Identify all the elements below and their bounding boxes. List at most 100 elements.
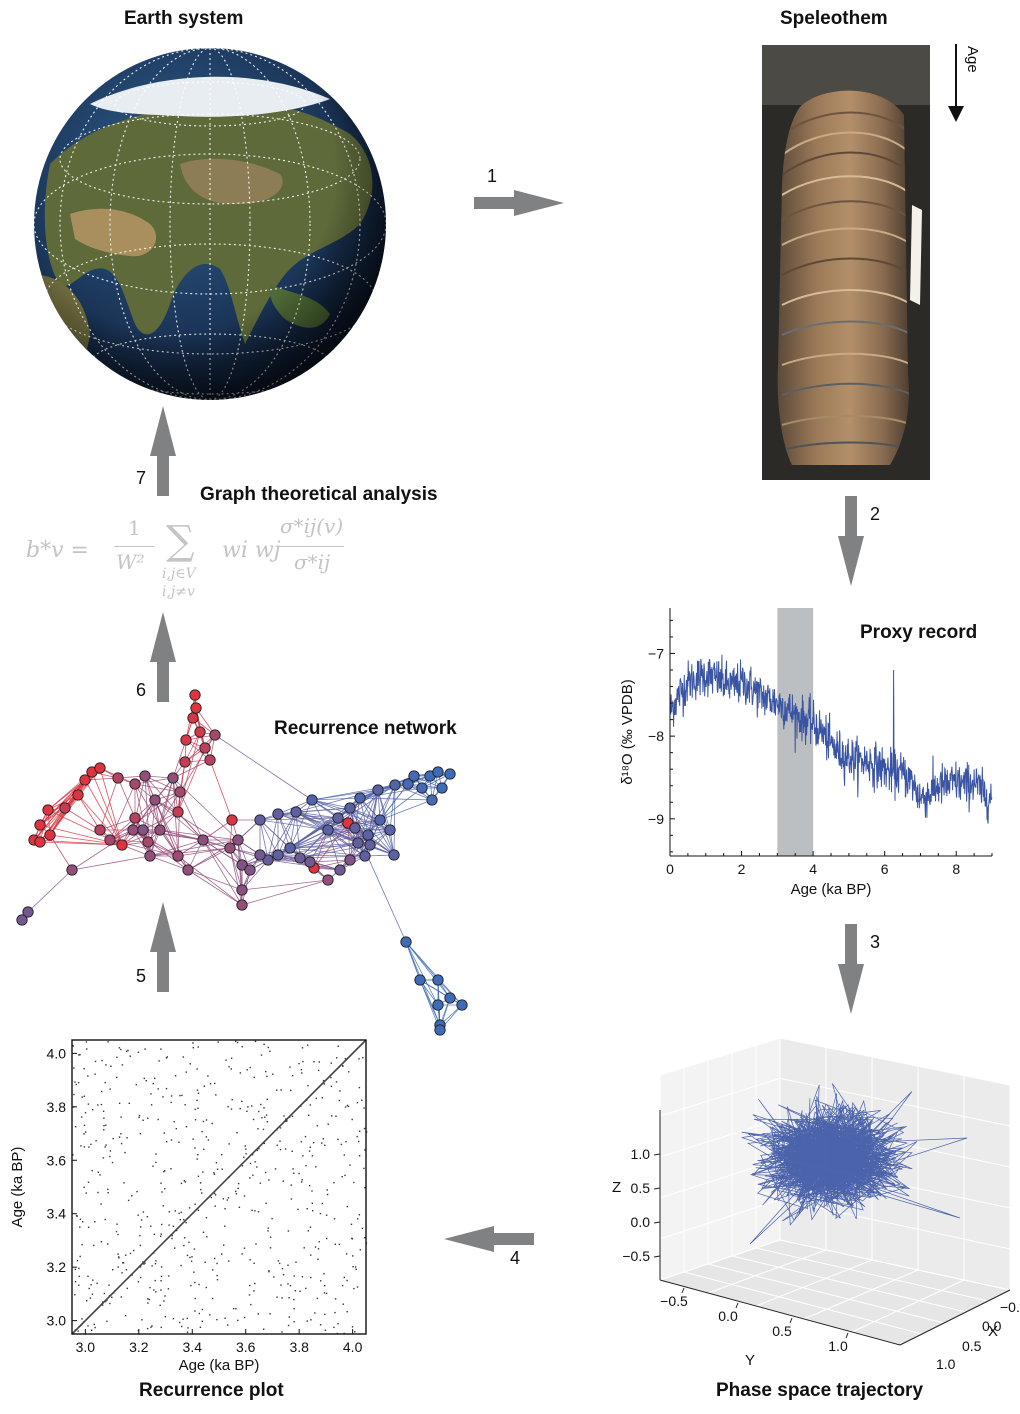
ps-floor-pane	[660, 1240, 1010, 1345]
step3-arrow	[838, 924, 864, 1014]
recurrence-point	[228, 1143, 230, 1145]
network-edge	[109, 783, 136, 841]
recurrence-point	[140, 1276, 142, 1279]
recurrence-point	[178, 1141, 180, 1143]
step2-arrow	[838, 496, 864, 586]
network-edge	[229, 847, 243, 891]
recurrence-point	[252, 1174, 254, 1176]
recurrence-point	[357, 1218, 359, 1220]
recurrence-point	[254, 1161, 256, 1163]
recurrence-point	[117, 1233, 119, 1236]
recurrence-point	[235, 1190, 237, 1193]
recurrence-point	[103, 1292, 106, 1295]
recurrence-point	[290, 1089, 292, 1092]
recurrence-point	[311, 1155, 314, 1157]
recurrence-point	[97, 1171, 99, 1173]
recurrence-point	[307, 1085, 309, 1087]
recurrence-point	[74, 1081, 76, 1083]
recurrence-point	[91, 1169, 93, 1172]
network-edge	[259, 817, 339, 821]
recurrence-point	[198, 1312, 200, 1315]
recurrence-point	[243, 1195, 246, 1197]
recurrence-point	[201, 1320, 203, 1323]
recurrence-point	[129, 1252, 132, 1255]
network-node	[344, 802, 356, 814]
recurrence-point	[269, 1050, 271, 1052]
recurrence-point	[351, 1118, 353, 1121]
recurrence-point	[243, 1156, 245, 1158]
recurrence-point	[202, 1231, 205, 1233]
recurrence-point	[150, 1225, 152, 1227]
recurrence-point	[79, 1255, 81, 1258]
recurrence-point	[301, 1179, 303, 1181]
recurrence-point	[125, 1254, 127, 1256]
recurrence-point	[183, 1237, 186, 1239]
recurrence-point	[78, 1054, 80, 1056]
recurrence-point	[151, 1325, 153, 1327]
recurrence-point	[263, 1107, 265, 1109]
recurrence-point	[196, 1089, 199, 1091]
network-edge	[159, 829, 231, 849]
network-edge	[289, 827, 356, 849]
recurrence-point	[248, 1294, 251, 1296]
recurrence-point	[108, 1284, 110, 1286]
network-edge	[149, 839, 204, 857]
recurrence-point	[249, 1162, 252, 1165]
recurrence-point	[147, 1117, 149, 1119]
network-edge	[289, 842, 359, 849]
recurrence-point	[291, 1150, 293, 1152]
recurrence-point	[118, 1047, 121, 1049]
recurrence-point	[279, 1262, 281, 1265]
recurrence-point	[151, 1265, 153, 1267]
recurrence-point	[243, 1247, 246, 1249]
recurrence-point	[358, 1058, 360, 1060]
recurrence-point	[262, 1128, 265, 1131]
recurrence-point	[106, 1320, 108, 1323]
step5-arrow	[150, 902, 176, 992]
recurrence-point	[265, 1202, 267, 1204]
ps-y-tick-label: 0.5	[772, 1323, 792, 1339]
network-node	[244, 864, 256, 876]
recurrence-point	[261, 1117, 263, 1119]
network-node	[149, 794, 161, 806]
recurrence-point	[353, 1287, 355, 1290]
recurrence-point	[207, 1075, 209, 1077]
recurrence-point	[252, 1118, 255, 1121]
recurrence-point	[265, 1114, 268, 1116]
rp-y-tick-label: 3.8	[47, 1099, 67, 1115]
recurrence-point	[283, 1115, 285, 1117]
recurrence-point	[192, 1042, 194, 1044]
ps-y-tick-mark	[681, 1287, 685, 1294]
recurrence-point	[225, 1059, 227, 1061]
recurrence-point	[354, 1331, 356, 1333]
recurrence-point	[203, 1085, 205, 1087]
recurrence-point	[105, 1300, 107, 1303]
recurrence-point	[93, 1323, 95, 1326]
recurrence-point	[160, 1182, 162, 1184]
recurrence-point	[241, 1100, 243, 1102]
recurrence-point	[160, 1235, 162, 1237]
recurrence-point	[274, 1168, 277, 1170]
recurrence-point	[201, 1192, 203, 1194]
recurrence-point	[146, 1327, 149, 1330]
recurrence-point	[103, 1117, 105, 1119]
recurrence-point	[291, 1115, 294, 1117]
recurrence-point	[330, 1076, 332, 1079]
network-edge	[405, 941, 421, 981]
recurrence-point	[94, 1073, 96, 1075]
recurrence-point	[321, 1097, 323, 1099]
recurrence-point	[150, 1326, 152, 1328]
network-edge	[177, 847, 231, 857]
recurrence-point	[319, 1324, 322, 1326]
recurrence-point	[302, 1155, 304, 1157]
recurrence-point	[216, 1168, 219, 1170]
recurrence-point	[194, 1119, 197, 1121]
recurrence-point	[163, 1170, 165, 1173]
recurrence-point	[280, 1284, 282, 1286]
recurrence-point	[315, 1097, 317, 1100]
recurrence-point	[181, 1094, 183, 1097]
recurrence-point	[326, 1189, 328, 1191]
recurrence-point	[344, 1106, 347, 1108]
recurrence-point	[103, 1125, 105, 1127]
recurrence-point	[318, 1061, 320, 1063]
